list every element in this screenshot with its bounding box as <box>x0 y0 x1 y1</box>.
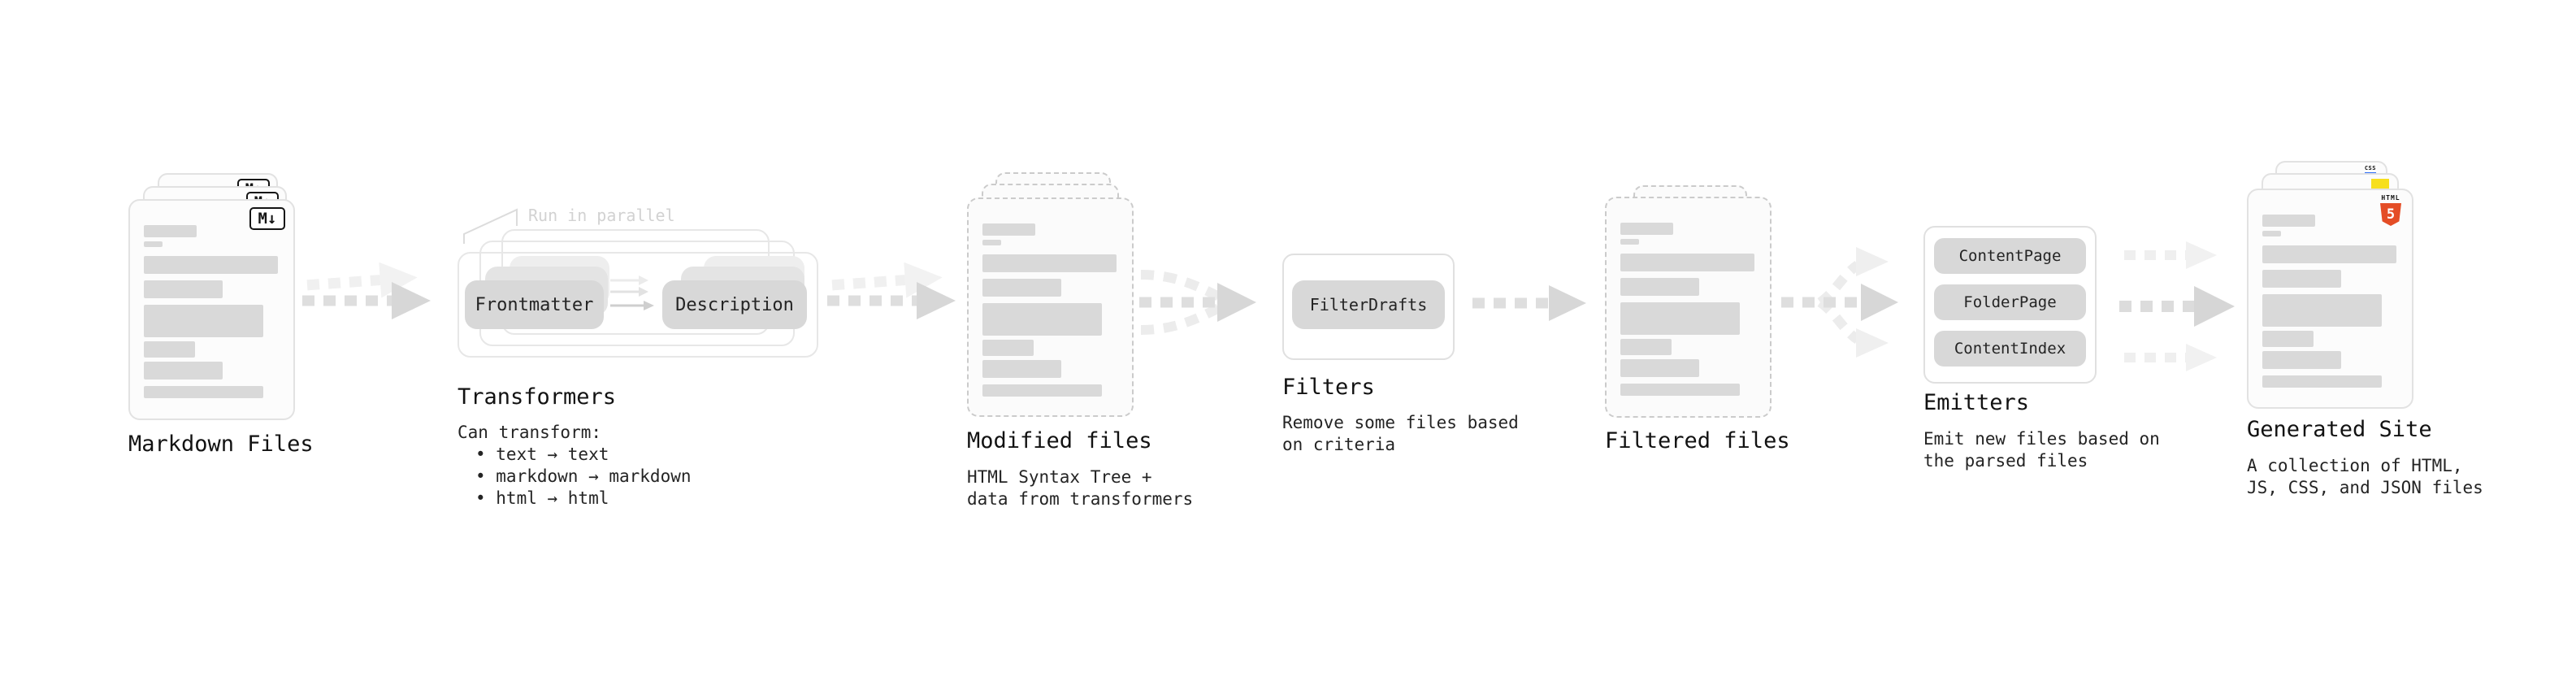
doc-text-bar <box>1620 223 1673 235</box>
markdown-icon-glyph: M↓ <box>258 210 277 228</box>
converging-dashed-arrow-icon <box>1139 270 1256 335</box>
filtered-files-label: Filtered files <box>1605 428 1790 453</box>
run-in-parallel-annotation: Run in parallel <box>528 206 675 225</box>
arrow-filtered-to-emitters <box>1780 237 1914 371</box>
doc-text-bar <box>144 362 223 380</box>
arrow-frontmatter-to-description <box>610 275 654 310</box>
modified-files-description: HTML Syntax Tree + data from transformer… <box>967 466 1193 510</box>
generated-site-label: Generated Site <box>2247 417 2432 442</box>
annotation-leader-line <box>463 208 518 244</box>
doc-text-bar <box>982 240 1001 245</box>
transform-bullet: • text → text <box>475 445 609 464</box>
description-line: A collection of HTML, <box>2247 456 2463 475</box>
arrow-modified-to-filters <box>1136 254 1274 356</box>
transform-bullet: • markdown → markdown <box>475 466 692 486</box>
doc-text-bar <box>144 341 195 358</box>
dashed-arrow-icon <box>827 262 956 319</box>
description-pill: Description <box>662 280 807 329</box>
doc-text-bar <box>2262 331 2314 347</box>
doc-text-bar <box>2262 231 2281 236</box>
html5-icon-shield: 5 <box>2380 203 2401 226</box>
doc-text-bar <box>1620 302 1740 335</box>
filterdrafts-pill: FilterDrafts <box>1292 280 1445 329</box>
description-line: HTML Syntax Tree + <box>967 467 1152 487</box>
js-icon <box>2371 179 2389 189</box>
transformers-description: Can transform: • text → text • markdown … <box>458 422 692 510</box>
filters-description: Remove some files based on criteria <box>1282 412 1519 456</box>
dashed-arrow-icon <box>1472 285 1586 321</box>
doc-text-bar <box>144 280 223 298</box>
doc-text-bar <box>982 360 1061 378</box>
html5-icon-number: 5 <box>2386 206 2396 223</box>
doc-text-bar <box>982 254 1117 272</box>
doc-text-bar <box>144 305 263 337</box>
arrow-markdown-to-transformers <box>301 262 443 335</box>
doc-text-bar <box>982 223 1035 236</box>
doc-text-bar <box>1620 278 1699 296</box>
modified-file-card <box>967 197 1134 417</box>
doc-text-bar <box>982 384 1102 397</box>
doc-text-bar <box>982 303 1102 336</box>
markdown-files-label: Markdown Files <box>128 432 314 457</box>
doc-text-bar <box>1620 384 1740 396</box>
fanout-dashed-arrow-icon <box>1781 247 1898 358</box>
doc-text-bar <box>2262 270 2341 288</box>
doc-text-bar <box>2262 351 2341 369</box>
doc-text-bar <box>2262 215 2315 227</box>
doc-text-bar <box>144 256 278 274</box>
doc-text-bar <box>1620 359 1699 377</box>
html5-icon: HTML 5 <box>2378 194 2404 226</box>
dashed-arrow-icon <box>302 262 431 319</box>
emitters-description: Emit new files based on the parsed files <box>1923 428 2160 472</box>
doc-text-bar <box>982 279 1061 297</box>
doc-text-bar <box>2262 375 2382 388</box>
doc-text-bar <box>2262 294 2382 327</box>
doc-text-bar <box>144 241 163 247</box>
arrow-filters-to-filtered <box>1471 284 1593 325</box>
description-line: the parsed files <box>1923 451 2088 471</box>
triple-dashed-arrow-icon <box>2119 241 2235 371</box>
transformers-label: Transformers <box>458 384 617 410</box>
description-line: Remove some files based <box>1282 413 1519 432</box>
markdown-icon: M↓ <box>249 207 285 230</box>
doc-text-bar <box>144 225 197 237</box>
filtered-file-card <box>1605 197 1772 418</box>
can-transform-heading: Can transform: <box>458 423 602 442</box>
modified-files-label: Modified files <box>967 428 1152 453</box>
transform-bullet: • html → html <box>475 488 609 508</box>
filters-label: Filters <box>1282 375 1375 400</box>
generated-file-card: HTML 5 <box>2247 189 2413 409</box>
contentindex-pill: ContentIndex <box>1934 331 2086 367</box>
arrow-transformers-to-modified <box>826 262 968 335</box>
description-line: data from transformers <box>967 489 1194 509</box>
transformer-box-front <box>458 252 818 358</box>
generated-site-description: A collection of HTML, JS, CSS, and JSON … <box>2247 455 2483 499</box>
doc-text-bar <box>1620 339 1672 355</box>
html5-icon-word: HTML <box>2381 194 2400 202</box>
doc-text-bar <box>1620 239 1639 245</box>
description-line: JS, CSS, and JSON files <box>2247 478 2483 497</box>
description-line: on criteria <box>1282 435 1396 454</box>
doc-text-bar <box>2262 245 2396 263</box>
frontmatter-pill: Frontmatter <box>465 280 604 329</box>
folderpage-pill: FolderPage <box>1934 284 2086 320</box>
description-line: Emit new files based on <box>1923 429 2160 449</box>
markdown-file-card: M↓ <box>128 199 295 420</box>
doc-text-bar <box>1620 254 1754 271</box>
arrow-emitters-to-generated <box>2119 237 2237 375</box>
contentpage-pill: ContentPage <box>1934 238 2086 274</box>
emitters-label: Emitters <box>1923 390 2030 415</box>
doc-text-bar <box>144 386 263 398</box>
doc-text-bar <box>982 340 1034 356</box>
